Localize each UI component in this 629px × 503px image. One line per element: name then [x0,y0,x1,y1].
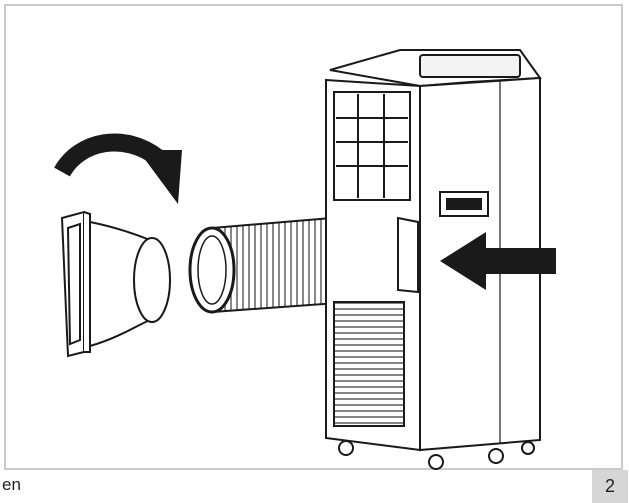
language-label: en [2,475,21,494]
illustration-frame [4,4,623,470]
curved-arrow-icon [54,133,182,204]
straight-arrow-icon [440,232,556,290]
caster-wheels [338,440,535,470]
lower-grill [333,301,405,427]
window-adapter [60,210,171,358]
page-number-badge: 2 [592,470,628,503]
air-filter-grid [333,91,411,201]
